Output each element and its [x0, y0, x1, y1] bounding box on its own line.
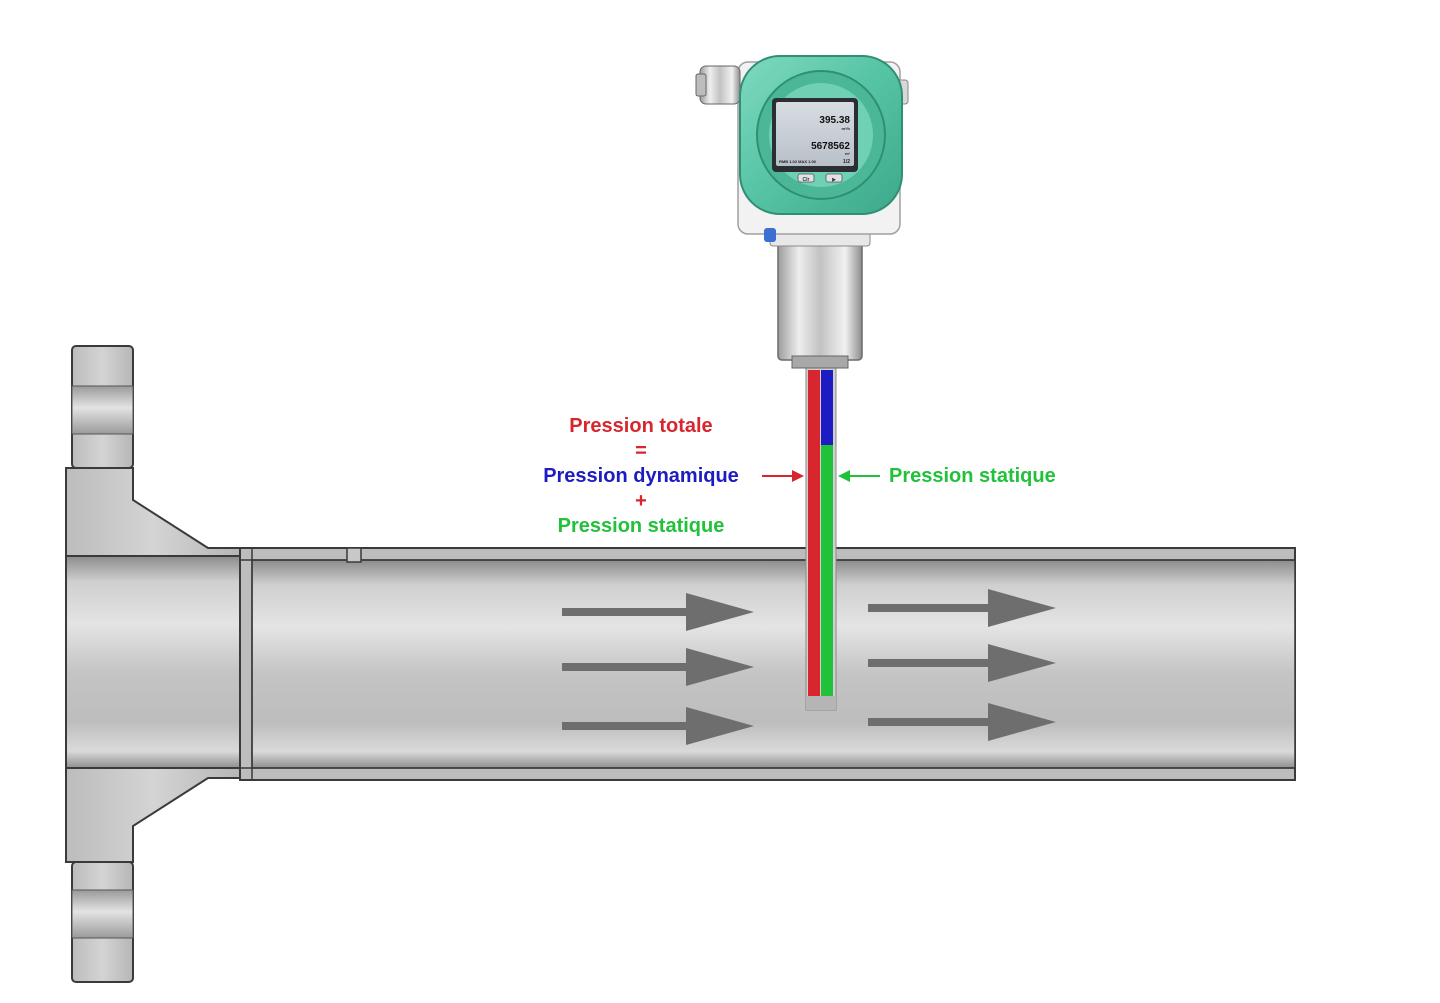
softkey-left-button	[797, 173, 815, 183]
pointer-arrow-icon	[838, 470, 850, 482]
pointer-arrow-static	[838, 470, 880, 482]
probe-dynamic-segment	[821, 370, 833, 445]
label-static-pressure-right: Pression statique	[889, 465, 1056, 487]
flow-arrow-icon	[868, 644, 1056, 682]
flow-arrows	[562, 589, 1056, 745]
display-value-bottom: 5678562	[811, 141, 850, 152]
pointer-arrow-total	[762, 470, 804, 482]
display-status-right: 1/2	[843, 159, 850, 165]
pipe-flange	[65, 345, 241, 983]
pipe-stub	[346, 547, 362, 563]
label-static-pressure-left: Pression statique	[558, 515, 725, 537]
display-value-top: 395.38	[819, 115, 850, 126]
blue-button	[764, 228, 776, 242]
pressure-labels: Pression totale = Pression dynamique + P…	[543, 415, 1056, 537]
display-unit-bottom: m³	[845, 151, 851, 156]
flow-arrow-icon	[868, 589, 1056, 627]
label-total-pressure: Pression totale	[569, 415, 712, 437]
display-status-line: RMB 1.02 MAX 1.00	[779, 159, 817, 164]
pointer-arrow-icon	[792, 470, 804, 482]
softkey-right-label: ▶	[832, 177, 836, 183]
probe-total-pressure-channel	[808, 370, 820, 702]
transmitter-shaft	[777, 241, 863, 361]
flow-arrow-icon	[562, 707, 754, 745]
label-equals: =	[635, 440, 647, 462]
flow-arrow-icon	[868, 703, 1056, 741]
label-dynamic-pressure: Pression dynamique	[543, 465, 739, 487]
softkey-right-button	[825, 173, 843, 183]
flow-arrow-icon	[562, 648, 754, 686]
display-unit-top: m³/h	[842, 126, 851, 131]
probe-static-pressure-channel	[821, 445, 833, 702]
pitot-probe	[805, 361, 837, 711]
flow-arrow-icon	[562, 593, 754, 631]
label-plus: +	[635, 490, 647, 512]
cable-gland	[695, 65, 741, 105]
pipe	[239, 547, 1296, 781]
flow-transmitter: 395.38 m³/h 5678562 m³ RMB 1.02 MAX 1.00…	[695, 55, 909, 369]
softkey-left-label: Clr	[803, 177, 810, 183]
transmitter-display: 395.38 m³/h 5678562 m³ RMB 1.02 MAX 1.00…	[772, 98, 858, 183]
